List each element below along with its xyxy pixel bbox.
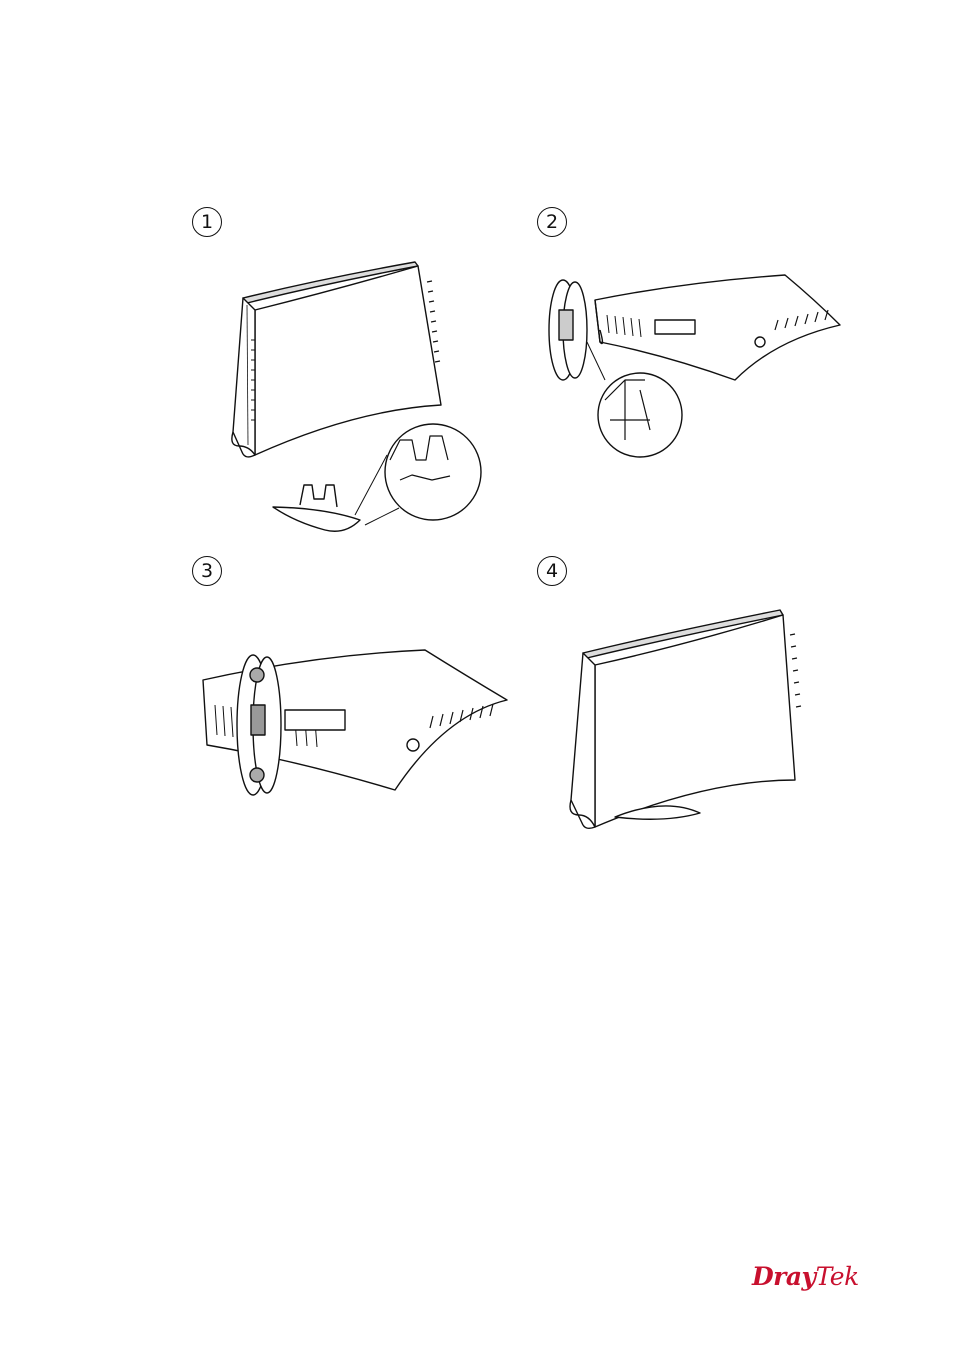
- step-1-number: 1: [192, 207, 222, 237]
- logo-text-tek: Tek: [816, 1262, 859, 1291]
- logo-text-dray: Dray: [752, 1262, 816, 1291]
- step-4-number: 4: [537, 556, 567, 586]
- step-4-illustration: [555, 605, 815, 830]
- step-2-number: 2: [537, 207, 567, 237]
- draytek-logo: DrayTek: [752, 1262, 859, 1292]
- step-2-illustration: [545, 270, 855, 460]
- step-1-illustration: [215, 250, 485, 550]
- step-3-number: 3: [192, 556, 222, 586]
- step-3-illustration: [195, 650, 515, 800]
